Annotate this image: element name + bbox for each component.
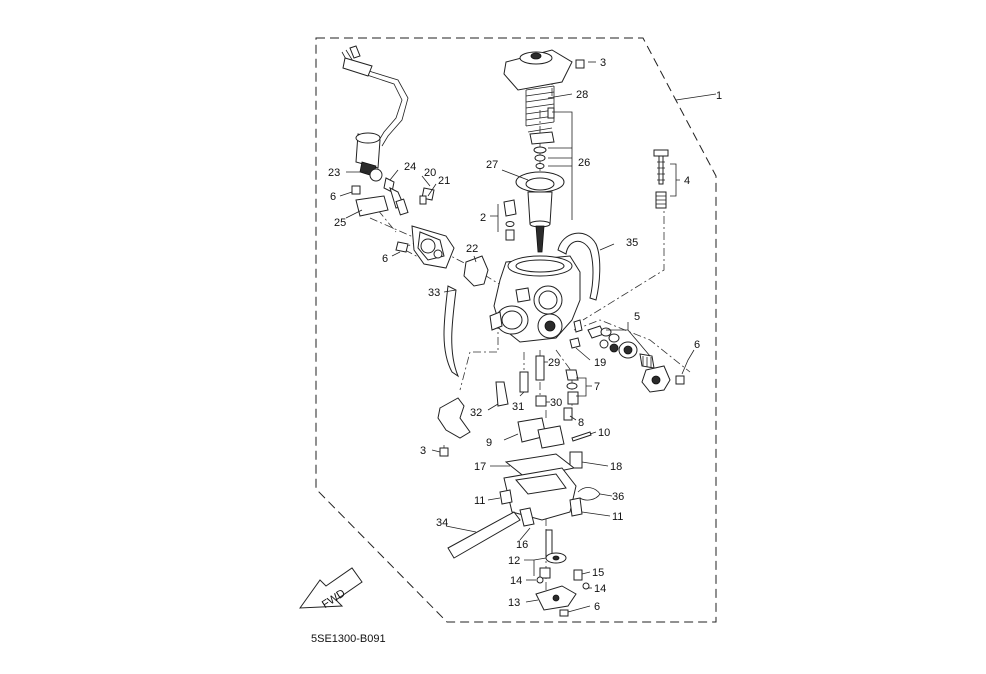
callout-9: 9 [486, 437, 492, 449]
float-bowl [499, 467, 583, 527]
callout-4: 4 [684, 175, 690, 187]
part-35-vent-hose [557, 232, 601, 301]
part-2-pilot-screw [503, 199, 517, 241]
callout-26: 26 [578, 157, 590, 169]
callout-15: 15 [592, 567, 604, 579]
part-12-needle [539, 529, 567, 579]
part-28-spring [525, 85, 555, 133]
callout-19: 19 [594, 357, 606, 369]
callout-31: 31 [512, 401, 524, 413]
part-bracket-left [437, 397, 471, 457]
callout-33: 33 [428, 287, 440, 299]
callout-7: 7 [594, 381, 600, 393]
needle-clip-parts [529, 107, 555, 169]
callout-21: 21 [438, 175, 450, 187]
callout-13: 13 [508, 597, 520, 609]
part-18-fitting [569, 451, 583, 469]
callout-24: 24 [404, 161, 416, 173]
callout-6a: 6 [330, 191, 336, 203]
part-25-bracket [355, 195, 389, 217]
callout-20: 20 [424, 167, 436, 179]
callout-3a: 3 [600, 57, 606, 69]
callout-25: 25 [334, 217, 346, 229]
part-14-oring-b [582, 582, 590, 590]
fwd-arrow: FWD [298, 567, 363, 611]
callout-3b: 3 [420, 445, 426, 457]
part-4-screw-set [653, 149, 669, 209]
part-34-drain-tube [447, 511, 521, 559]
part-17-gasket [504, 453, 576, 479]
starter-plunger-cable [341, 45, 409, 177]
part-5-starter-parts [587, 325, 685, 393]
callout-11a: 11 [474, 495, 485, 507]
callout-10: 10 [598, 427, 610, 439]
throttle-sensor-body [395, 225, 489, 287]
part-3-screw-top [575, 59, 585, 69]
callout-6c: 6 [694, 339, 700, 351]
callout-6d: 6 [594, 601, 600, 613]
callout-12: 12 [508, 555, 520, 567]
part-27-diaphragm-piston [515, 171, 565, 253]
part-36-clip [577, 487, 601, 501]
callout-30: 30 [550, 397, 562, 409]
callout-27: 27 [486, 159, 498, 171]
callout-22: 22 [466, 243, 478, 255]
callout-32: 32 [470, 407, 482, 419]
part-10-pin [571, 431, 592, 442]
callout-18: 18 [610, 461, 622, 473]
part-9-float [517, 417, 565, 449]
part-14-oring-a [536, 576, 544, 584]
part-19-screw [569, 337, 581, 349]
callout-28: 28 [576, 89, 588, 101]
assembly-boundary [315, 37, 717, 623]
part-32-screw [495, 381, 509, 407]
diagram-code: 5SE1300-B091 [311, 633, 386, 645]
callout-34: 34 [436, 517, 448, 529]
part-23-cap [369, 168, 383, 182]
part-13-cover [535, 585, 577, 617]
part-33-hose [443, 285, 460, 378]
callout-17: 17 [474, 461, 486, 473]
callout-23: 23 [328, 167, 340, 179]
carburetor-body [489, 255, 583, 343]
callout-14a: 14 [510, 575, 522, 587]
callout-29: 29 [548, 357, 560, 369]
callout-14b: 14 [594, 583, 606, 595]
part-6-screw-c [675, 375, 685, 385]
callout-36: 36 [612, 491, 624, 503]
callout-16: 16 [516, 539, 528, 551]
callout-5: 5 [634, 311, 640, 323]
top-cover [503, 49, 585, 91]
callout-labels: 1 2 3 3 4 5 6 6 6 6 7 8 9 10 11 11 12 13… [328, 57, 722, 613]
callout-35: 35 [626, 237, 638, 249]
part-15-screw [573, 569, 583, 581]
callout-2: 2 [480, 212, 486, 224]
callout-8: 8 [578, 417, 584, 429]
part-6-screw-b [395, 241, 409, 253]
part-22-gasket [463, 255, 489, 287]
callout-11b: 11 [612, 511, 623, 523]
callout-6b: 6 [382, 253, 388, 265]
leader-lines [339, 61, 717, 613]
part-6-screw-a [351, 185, 361, 195]
callout-1: 1 [716, 90, 722, 102]
jet-parts [519, 355, 579, 421]
